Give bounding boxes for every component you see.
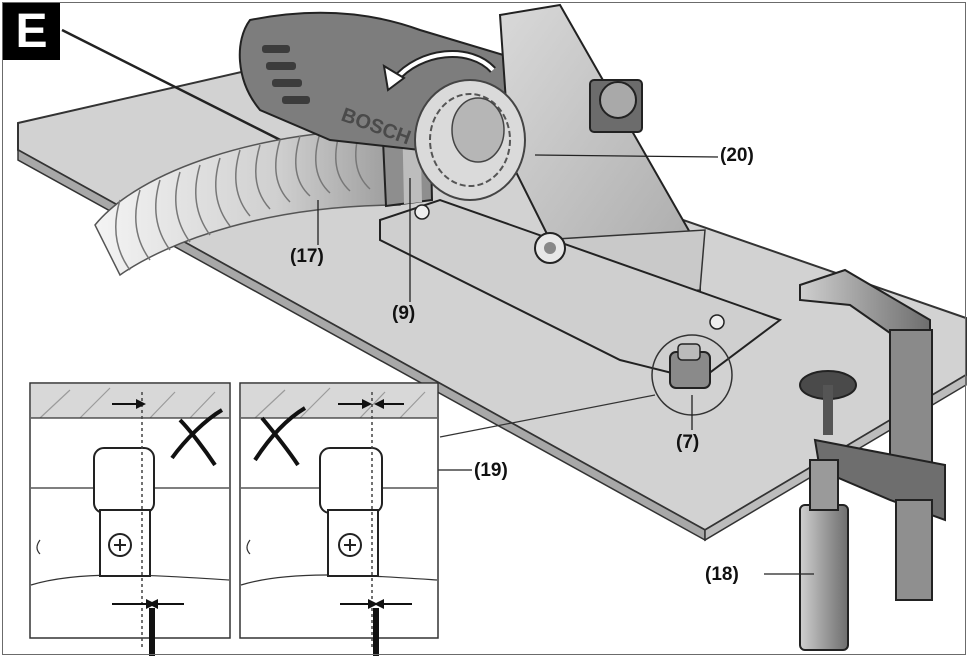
- figure-frame: [2, 2, 966, 655]
- figure-letter: E: [3, 3, 60, 60]
- base-plate: [379, 198, 783, 382]
- callout-17: (17): [290, 246, 324, 267]
- guide-7: [439, 334, 733, 438]
- callout-9: (9): [392, 303, 416, 324]
- callout-20: (20): [720, 145, 754, 166]
- callout-7: (7): [676, 432, 700, 453]
- motor-vents: [262, 45, 310, 104]
- cross-icon: [253, 406, 307, 467]
- clamp-18: [799, 268, 946, 651]
- inset-left: [29, 382, 231, 656]
- cross-icon: [170, 408, 224, 467]
- callout-19: (19): [474, 460, 508, 481]
- dust-port-20: [414, 79, 526, 201]
- callout-18: (18): [705, 564, 739, 585]
- depth-knob: [589, 79, 643, 133]
- rotate-arrow-icon: [382, 50, 496, 92]
- inset-right: [239, 382, 439, 656]
